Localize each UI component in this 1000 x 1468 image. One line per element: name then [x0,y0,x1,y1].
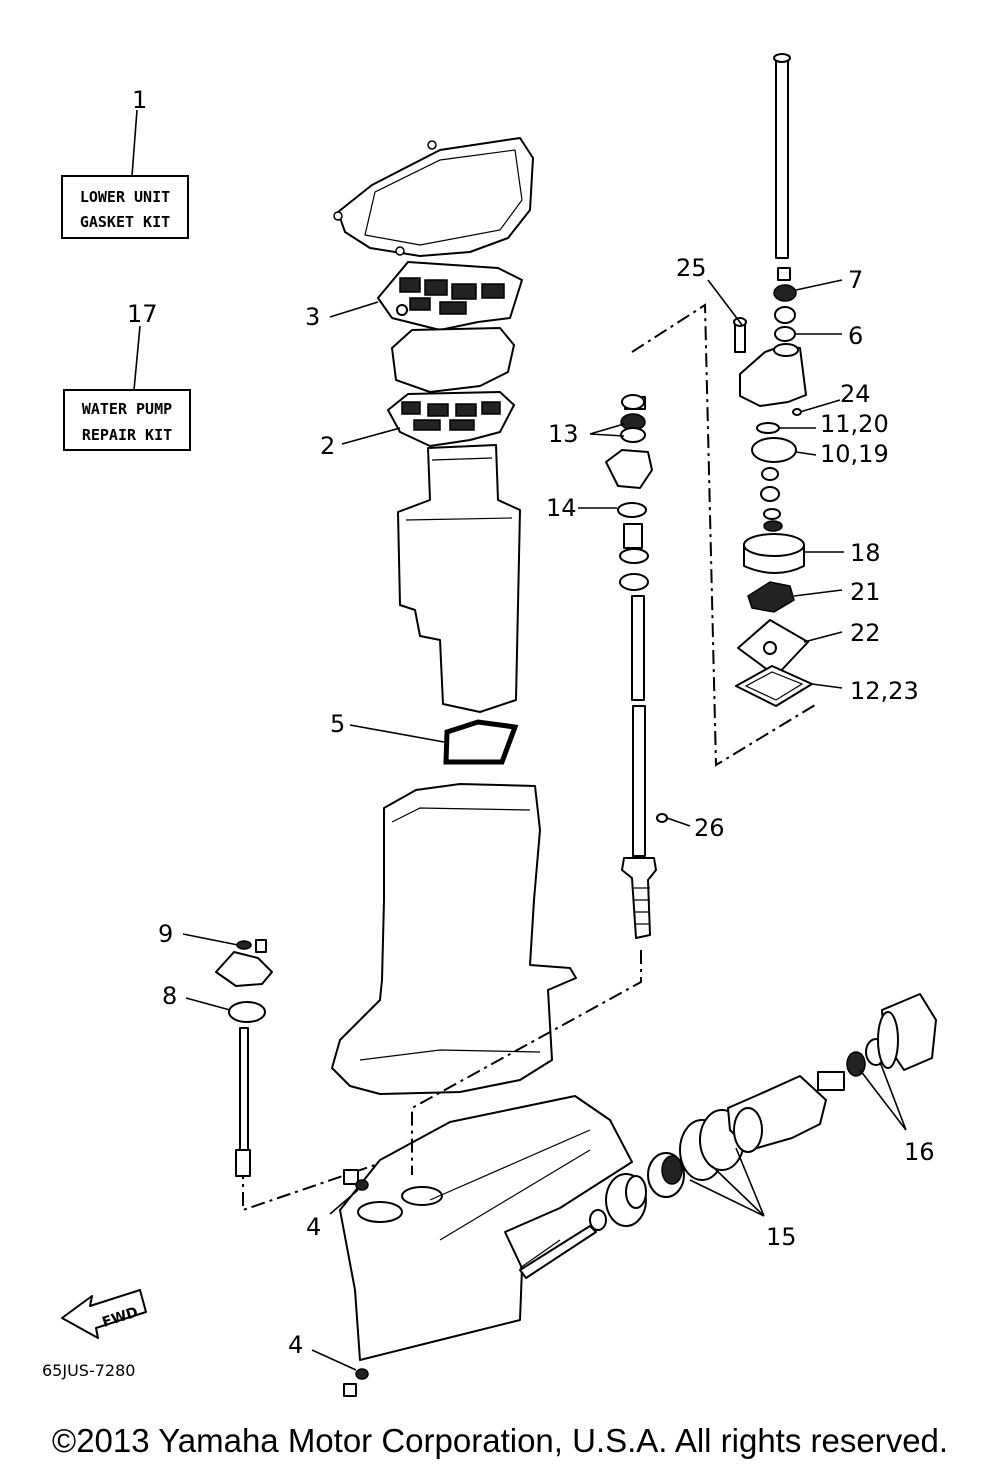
lower-gearcase [339,1095,633,1361]
callout-4-upper: 4 [306,1213,321,1241]
pump-assembly-guideline [631,303,816,767]
callout-14: 14 [546,494,577,522]
callout-3: 3 [305,303,320,331]
callout-24: 24 [840,380,871,408]
callout-12-23: 12,23 [850,677,919,705]
callout-11-20: 11,20 [820,410,889,438]
top-cover [333,137,534,257]
callout-17: 17 [127,300,158,328]
lower-unit-gasket-kit-box: 1 LOWER UNIT GASKET KIT [61,86,189,239]
propeller-shaft-assembly [519,993,937,1279]
water-pump-assembly [733,53,813,707]
callout-8: 8 [162,982,177,1010]
lower-unit-kit-line2: GASKET KIT [80,213,170,231]
forward-arrow-icon: FWD [61,1289,147,1339]
callout-21: 21 [850,578,881,606]
water-pump-kit-line2: REPAIR KIT [82,426,172,444]
callout-13: 13 [548,420,579,448]
callout-15: 15 [766,1223,797,1251]
drive-shaft-assembly [605,394,657,939]
gasket-5 [443,719,519,765]
driveshaft-guideline [411,950,642,1175]
water-pump-kit-line1: WATER PUMP [82,400,172,418]
callout-6: 6 [848,322,863,350]
callout-7: 7 [848,266,863,294]
lower-unit-kit-line1: LOWER UNIT [80,188,170,206]
callout-4-lower: 4 [288,1331,303,1359]
callout-1: 1 [132,86,147,114]
shift-rod-assembly [215,939,273,1177]
callout-9: 9 [158,920,173,948]
gasket-3 [377,261,523,331]
callout-25: 25 [676,254,707,282]
callout-18: 18 [850,539,881,567]
callout-22: 22 [850,619,881,647]
shift-rod-guideline [242,1164,376,1212]
exhaust-plate [391,327,515,393]
drain-plug-lower [343,1368,369,1397]
drain-plug-upper [343,1169,369,1191]
gasket-2 [387,391,515,447]
upper-casing [397,444,521,713]
extension-casing [331,783,577,1095]
callout-26: 26 [694,814,725,842]
callout-2: 2 [320,432,335,460]
callout-5: 5 [330,710,345,738]
callout-16: 16 [904,1138,935,1166]
callout-10-19: 10,19 [820,440,889,468]
diagram-code: 65JUS-7280 [42,1361,135,1380]
copyright-text: ©2013 Yamaha Motor Corporation, U.S.A. A… [51,1422,949,1459]
water-pump-repair-kit-box: 17 WATER PUMP REPAIR KIT [63,300,191,451]
